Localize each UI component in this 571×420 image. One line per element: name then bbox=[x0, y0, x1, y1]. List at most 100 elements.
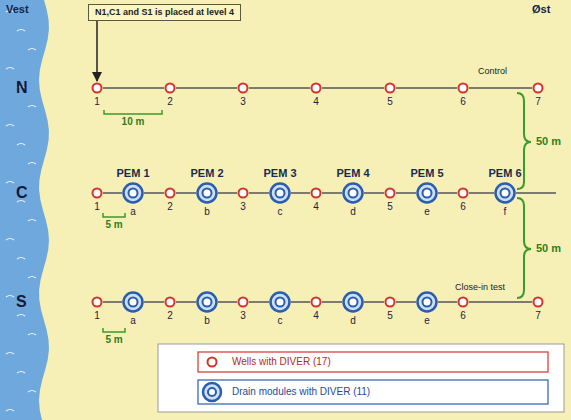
wave-stroke bbox=[17, 258, 25, 260]
marker-outline bbox=[532, 82, 544, 94]
wave-stroke bbox=[28, 391, 36, 393]
pipe-line bbox=[249, 87, 310, 89]
well-number: 5 bbox=[387, 311, 393, 321]
wave-stroke bbox=[6, 239, 14, 241]
well-number: 2 bbox=[167, 202, 173, 212]
module-label: PEM 6 bbox=[488, 168, 521, 179]
wave-stroke bbox=[28, 106, 36, 108]
pipe-tail bbox=[516, 192, 556, 194]
module-label: PEM 3 bbox=[263, 168, 296, 179]
marker-outline bbox=[310, 187, 322, 199]
pipe-line bbox=[322, 301, 342, 303]
drain-module: PEM 6f bbox=[494, 182, 516, 204]
well-number: 6 bbox=[460, 202, 466, 212]
pipe-line bbox=[438, 192, 457, 194]
well-marker: 4 bbox=[310, 296, 322, 308]
marker-outline bbox=[91, 187, 103, 199]
marker-outline bbox=[196, 291, 218, 313]
well-number: 2 bbox=[167, 311, 173, 321]
module-letter: d bbox=[350, 316, 356, 326]
well-marker: 1 bbox=[91, 82, 103, 94]
marker-outline bbox=[91, 296, 103, 308]
pipe-line bbox=[218, 301, 237, 303]
pipe-line bbox=[438, 301, 457, 303]
drain-module-symbol bbox=[203, 383, 221, 401]
wave-stroke bbox=[17, 144, 25, 146]
marker-outline bbox=[416, 182, 438, 204]
well-number: 1 bbox=[94, 97, 100, 107]
marker-outline bbox=[310, 296, 322, 308]
well-marker: 1 bbox=[91, 187, 103, 199]
wave-stroke bbox=[6, 410, 14, 412]
well-marker: 5 bbox=[384, 82, 396, 94]
wave-stroke bbox=[28, 220, 36, 222]
dimension-bracket bbox=[103, 213, 125, 217]
pipe-line bbox=[396, 192, 416, 194]
well-number: 3 bbox=[240, 202, 246, 212]
marker-outline bbox=[532, 296, 544, 308]
wave-stroke bbox=[6, 68, 14, 70]
marker-outline bbox=[237, 82, 249, 94]
pipe-line bbox=[103, 87, 164, 89]
pipe-line bbox=[322, 87, 384, 89]
pipe-line bbox=[218, 192, 237, 194]
well-number: 3 bbox=[240, 97, 246, 107]
marker-outline bbox=[384, 187, 396, 199]
marker-outline bbox=[457, 82, 469, 94]
pipe-line bbox=[291, 192, 310, 194]
wave-stroke bbox=[6, 296, 14, 298]
marker-outline bbox=[237, 187, 249, 199]
pipe-line bbox=[103, 301, 122, 303]
marker-outline bbox=[122, 182, 144, 204]
wave-stroke bbox=[17, 30, 25, 32]
well-number: 4 bbox=[313, 202, 319, 212]
marker-outline bbox=[457, 296, 469, 308]
pipe-line bbox=[176, 301, 196, 303]
wave-stroke bbox=[28, 49, 36, 51]
well-marker: 3 bbox=[237, 187, 249, 199]
row-letter: C bbox=[16, 185, 28, 201]
marker-outline bbox=[269, 182, 291, 204]
dimension-label: 50 m bbox=[536, 136, 561, 147]
well-marker: 1 bbox=[91, 296, 103, 308]
pipe-line bbox=[364, 301, 384, 303]
pipe-line bbox=[291, 301, 310, 303]
wave-stroke bbox=[6, 182, 14, 184]
well-marker: 3 bbox=[237, 296, 249, 308]
wave-stroke bbox=[28, 334, 36, 336]
well-number: 2 bbox=[167, 97, 173, 107]
pipe-line bbox=[469, 192, 494, 194]
well-marker: 4 bbox=[310, 187, 322, 199]
wave-stroke bbox=[28, 277, 36, 279]
well-symbol bbox=[208, 358, 217, 367]
well-number: 6 bbox=[460, 97, 466, 107]
drain-module: PEM 5e bbox=[416, 182, 438, 204]
well-marker: 6 bbox=[457, 82, 469, 94]
marker-outline bbox=[91, 82, 103, 94]
wave-stroke bbox=[28, 163, 36, 165]
pointer-arrow bbox=[96, 21, 98, 81]
marker-outline bbox=[164, 82, 176, 94]
marker-outline bbox=[384, 296, 396, 308]
marker-outline bbox=[269, 291, 291, 313]
pipe-line bbox=[144, 301, 164, 303]
drain-module: c bbox=[269, 291, 291, 313]
drain-module-symbol bbox=[208, 388, 216, 396]
distance-brace bbox=[517, 198, 531, 298]
module-label: PEM 2 bbox=[190, 168, 223, 179]
pipe-line bbox=[396, 301, 416, 303]
marker-outline bbox=[196, 182, 218, 204]
row-letter: S bbox=[16, 294, 27, 310]
compass-label: Øst bbox=[532, 4, 550, 15]
well-marker: 6 bbox=[457, 296, 469, 308]
well-number: 1 bbox=[94, 311, 100, 321]
wave-stroke bbox=[6, 353, 14, 355]
drain-module: PEM 4d bbox=[342, 182, 364, 204]
well-number: 4 bbox=[313, 311, 319, 321]
marker-outline bbox=[342, 291, 364, 313]
drain-module: PEM 2b bbox=[196, 182, 218, 204]
module-letter: d bbox=[350, 207, 356, 217]
pipe-line bbox=[469, 301, 532, 303]
module-label: PEM 4 bbox=[336, 168, 369, 179]
